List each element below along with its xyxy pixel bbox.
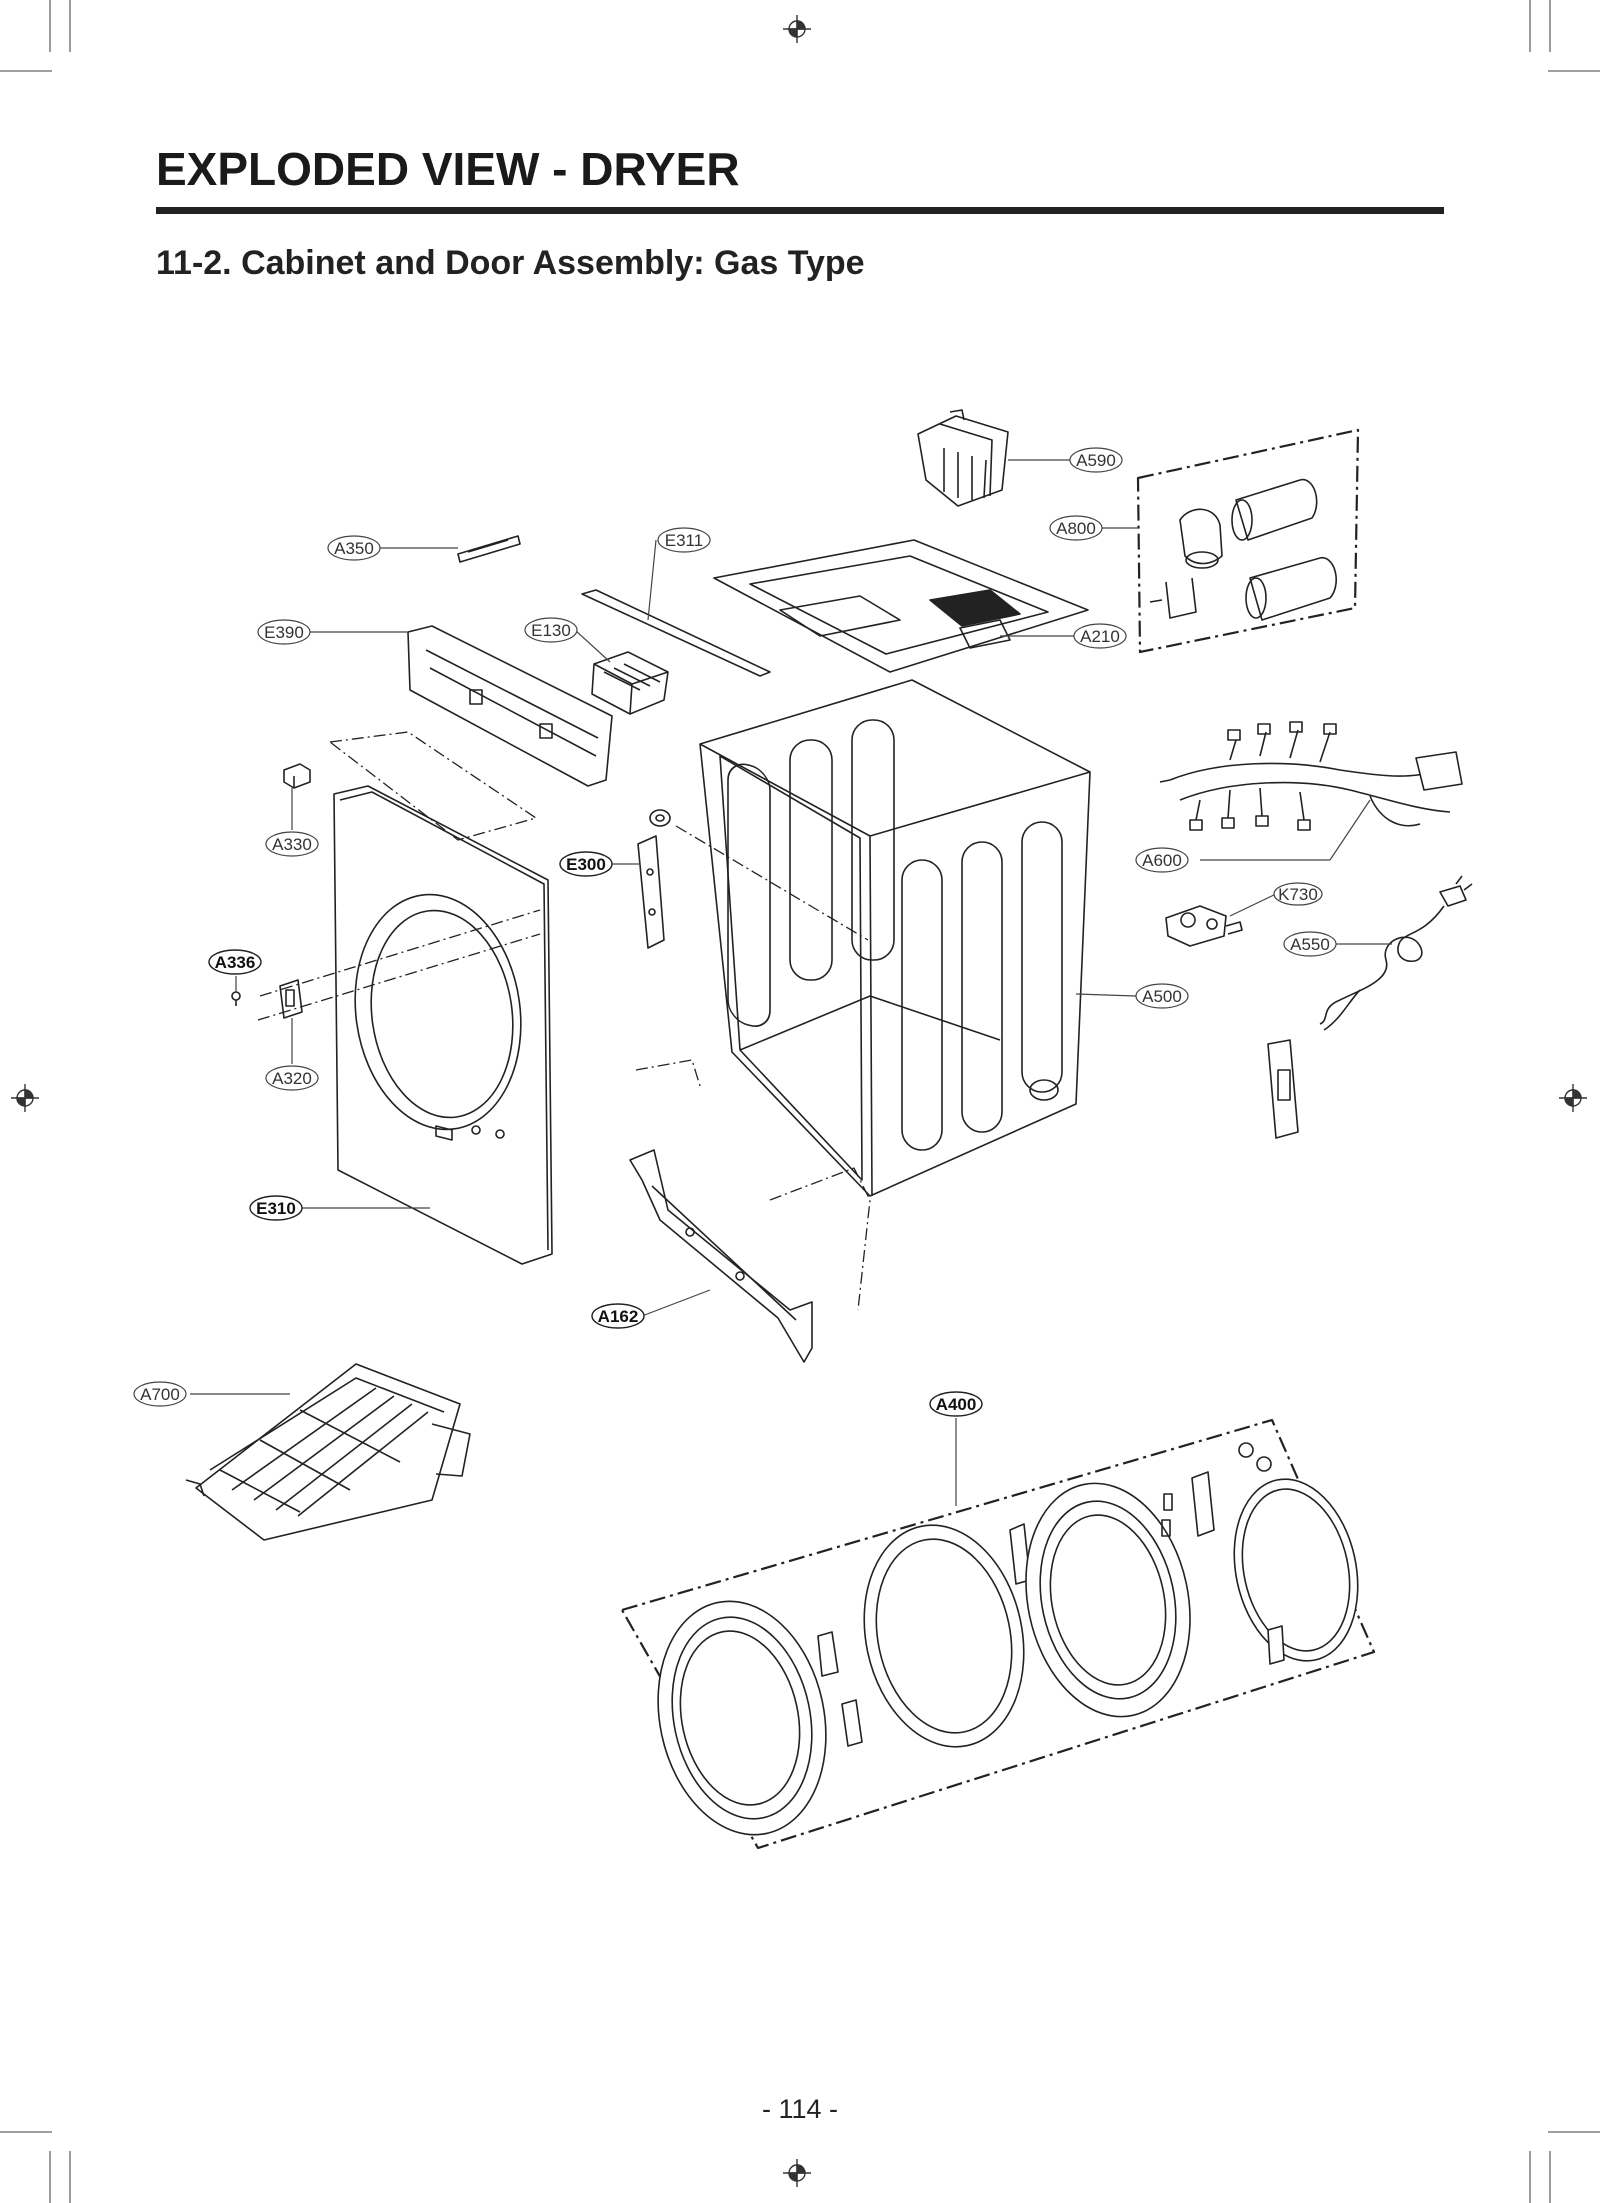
label-a210: A210 — [1073, 623, 1127, 649]
part-a600-wire-harness — [1159, 721, 1463, 831]
label-a550: A550 — [1283, 931, 1337, 957]
label-a590: A590 — [1069, 447, 1123, 473]
svg-text:A162: A162 — [598, 1307, 639, 1326]
page-title: EXPLODED VIEW - DRYER — [156, 143, 740, 195]
label-a600: A600 — [1135, 847, 1189, 873]
svg-text:A330: A330 — [272, 835, 312, 854]
svg-text:E130: E130 — [531, 621, 571, 640]
leader-a162 — [641, 1289, 711, 1317]
label-a162: A162 — [591, 1303, 645, 1329]
registration-mark-top — [783, 15, 811, 43]
label-a350: A350 — [327, 535, 381, 561]
label-a320: A320 — [265, 1065, 319, 1091]
label-e130: E130 — [524, 617, 578, 643]
part-e390-control-bracket — [407, 625, 613, 787]
part-door-switch — [1267, 1039, 1299, 1139]
svg-text:K730: K730 — [1278, 885, 1318, 904]
part-e130-pcb-module — [591, 651, 669, 715]
registration-mark-bottom — [783, 2159, 811, 2187]
label-e300: E300 — [559, 851, 613, 877]
svg-text:A400: A400 — [936, 1395, 977, 1414]
svg-text:A600: A600 — [1142, 851, 1182, 870]
part-a210-top-panel — [713, 539, 1089, 673]
part-e310-front-panel — [333, 785, 553, 1265]
registration-mark-right — [1559, 1084, 1587, 1112]
label-k730: K730 — [1273, 882, 1323, 906]
svg-text:A336: A336 — [215, 953, 256, 972]
label-a336: A336 — [208, 949, 262, 975]
page-number: - 114 - — [761, 2094, 839, 2124]
section-subtitle: 11-2. Cabinet and Door Assembly: Gas Typ… — [156, 244, 865, 282]
svg-text:A500: A500 — [1142, 987, 1182, 1006]
svg-text:A350: A350 — [334, 539, 374, 558]
label-e311: E311 — [657, 527, 711, 553]
label-e390: E390 — [257, 619, 311, 645]
svg-text:A320: A320 — [272, 1069, 312, 1088]
label-a400: A400 — [929, 1391, 983, 1417]
svg-text:A800: A800 — [1056, 519, 1096, 538]
leader-a600-b — [1329, 799, 1371, 861]
part-e311-rod — [581, 589, 771, 677]
part-a500-cabinet — [699, 679, 1091, 1197]
registration-mark-left — [11, 1084, 39, 1112]
svg-text:E310: E310 — [256, 1199, 296, 1218]
label-a500: A500 — [1135, 983, 1189, 1009]
assembly-guide-lines — [257, 731, 871, 1311]
svg-text:A550: A550 — [1290, 935, 1330, 954]
label-a330: A330 — [265, 831, 319, 857]
svg-text:E390: E390 — [264, 623, 304, 642]
part-a400-door-assembly — [620, 1418, 1376, 1850]
part-a320-latch — [279, 979, 303, 1019]
svg-text:A590: A590 — [1076, 451, 1116, 470]
leader-e130 — [574, 629, 611, 663]
svg-text:E300: E300 — [566, 855, 606, 874]
part-a162-front-frame — [629, 1149, 813, 1363]
part-a800-exhaust-duct-kit — [1136, 428, 1360, 654]
part-a350-bracket — [457, 535, 521, 563]
part-a330-switch — [283, 763, 311, 789]
leader-k730 — [1229, 893, 1277, 917]
part-k730-gas-valve — [1165, 905, 1243, 947]
part-a336-screw — [231, 991, 241, 1006]
leader-a500 — [1075, 993, 1137, 997]
part-bushing — [649, 809, 671, 827]
title-underline — [156, 207, 1444, 214]
svg-text:A210: A210 — [1080, 627, 1120, 646]
part-e300-hinge — [637, 835, 665, 949]
svg-text:E311: E311 — [665, 531, 703, 550]
part-a700-drying-rack — [185, 1363, 471, 1541]
part-a590-duct-cover — [917, 409, 1009, 507]
svg-text:A700: A700 — [140, 1385, 180, 1404]
label-a700: A700 — [133, 1381, 187, 1407]
label-e310: E310 — [249, 1195, 303, 1221]
leader-e311 — [647, 539, 657, 621]
part-a550-power-cord — [1319, 875, 1473, 1031]
label-a800: A800 — [1049, 515, 1103, 541]
